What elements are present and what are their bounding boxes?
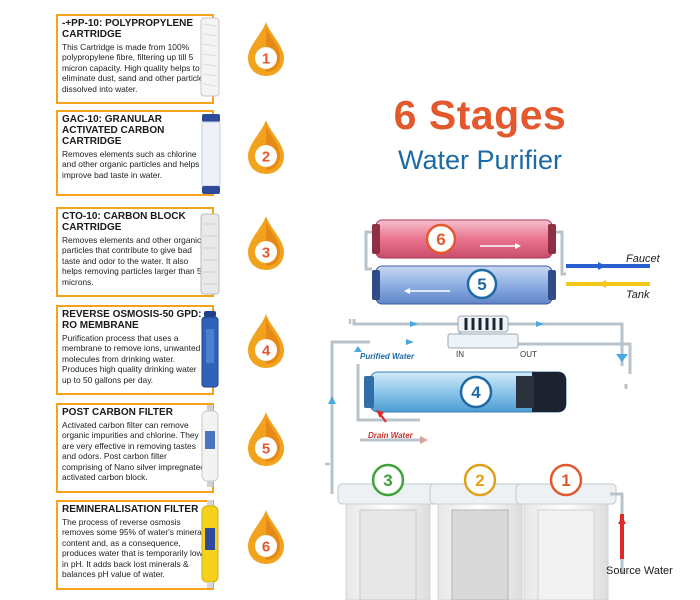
pp-cartridge-image <box>200 17 220 97</box>
stage-card-6: REMINERALISATION FILTER The process of r… <box>56 500 214 590</box>
drop-number: 4 <box>262 343 271 360</box>
stage-6-label: 6 <box>436 230 445 249</box>
stage-card-4: REVERSE OSMOSIS-50 GPD: RO MEMBRANE Puri… <box>56 305 214 395</box>
stage-2-housing: 2 <box>429 463 531 600</box>
subtitle: Water Purifier <box>397 145 563 175</box>
stage-1-housing: 1 <box>515 463 617 600</box>
source-label: Source Water <box>606 565 673 577</box>
stage-heading: CTO-10: CARBON BLOCK CARTRIDGE <box>62 211 186 233</box>
stage-4-label: 4 <box>471 383 481 402</box>
drop-number: 5 <box>262 441 270 458</box>
purifier-diagram: 6 5 IN OUT 4 Purified Water Drain Water … <box>325 219 673 600</box>
stage-1-label: 1 <box>561 471 570 490</box>
drop-icon-6: 6 <box>248 510 284 564</box>
stage-card-1: -+PP-10: POLYPROPYLENE CARTRIDGE This Ca… <box>56 14 214 104</box>
remineralisation-filter-image <box>201 500 219 588</box>
drop-icon-1: 1 <box>248 22 284 76</box>
ro-membrane-image <box>201 311 219 388</box>
main-title: 6 Stages <box>393 92 567 138</box>
drop-number: 6 <box>262 539 270 556</box>
stage-card-5: POST CARBON FILTER Activated carbon filt… <box>56 403 214 493</box>
carbon-block-image <box>200 213 220 295</box>
stage-description: This Cartridge is made from 100% polypro… <box>62 42 208 94</box>
stage-5-label: 5 <box>477 275 486 294</box>
stage-2-label: 2 <box>475 471 484 490</box>
stage-card-3: CTO-10: CARBON BLOCK CARTRIDGE Removes e… <box>56 207 214 297</box>
stage-description: The process of reverse osmosis removes s… <box>62 517 204 580</box>
stage-heading: POST CARBON FILTER <box>62 407 173 418</box>
stage-description: Removes elements such as chlorine and ot… <box>62 149 200 180</box>
drop-number: 3 <box>262 245 270 262</box>
out-label: OUT <box>520 350 537 359</box>
stage-5-housing <box>375 265 553 305</box>
tank-label: Tank <box>626 289 650 301</box>
stage-6-housing <box>375 219 553 259</box>
drop-icon-3: 3 <box>248 216 284 270</box>
drop-icon-5: 5 <box>248 412 284 466</box>
faucet-label: Faucet <box>626 253 661 265</box>
stage-card-2: GAC-10: GRANULAR ACTIVATED CARBON CARTRI… <box>56 110 214 196</box>
stage-heading: GAC-10: GRANULAR ACTIVATED CARBON CARTRI… <box>62 114 165 147</box>
stage-heading: REMINERALISATION FILTER <box>62 504 199 515</box>
post-carbon-filter-image <box>201 405 219 487</box>
stage-heading: -+PP-10: POLYPROPYLENE CARTRIDGE <box>62 18 194 40</box>
gac-cartridge-image <box>201 114 221 194</box>
stage-description: Purification process that uses a membran… <box>62 333 201 385</box>
drain-water-label: Drain Water <box>368 431 414 440</box>
stage-description: Removes elements and other organic parti… <box>62 235 202 287</box>
drop-number: 2 <box>262 149 270 166</box>
drop-number: 1 <box>262 51 270 68</box>
drop-icon-2: 2 <box>248 120 284 174</box>
purified-water-label: Purified Water <box>360 352 415 361</box>
stage-description: Activated carbon filter can remove organ… <box>62 420 205 483</box>
stage-3-label: 3 <box>383 471 392 490</box>
drop-icon-4: 4 <box>248 314 284 368</box>
stage-heading: REVERSE OSMOSIS-50 GPD: RO MEMBRANE <box>62 309 202 331</box>
stage-3-housing: 3 <box>337 463 439 600</box>
in-label: IN <box>456 350 464 359</box>
